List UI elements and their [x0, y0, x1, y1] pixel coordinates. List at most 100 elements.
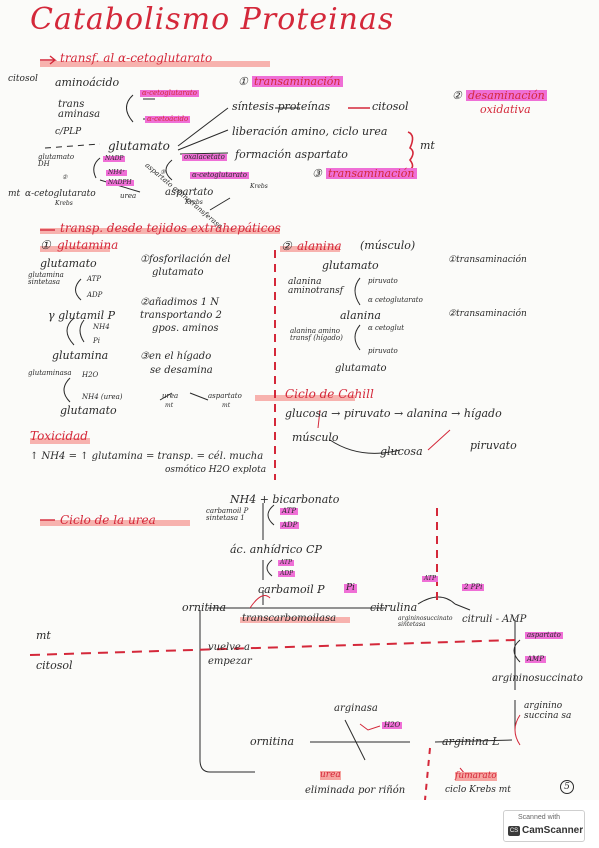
step2c-label: gpos. aminos: [152, 323, 219, 334]
alanina-header: alanina: [297, 239, 342, 253]
carbamoil-sintetasa-label: carbamoil P sintetasa 1: [206, 507, 249, 522]
glutamato4-s2: glutamato: [335, 363, 387, 374]
ornitina2-label: ornitina: [250, 735, 295, 748]
citosol-label: citosol: [8, 74, 38, 84]
piruvato-s2: piruvato: [368, 277, 398, 285]
nh4-bicarbonato-label: NH4 + bicarbonato: [230, 493, 340, 506]
camscanner-logo-icon: CS: [508, 826, 520, 836]
argininosuccinato-label: argininosuccinato: [492, 673, 583, 684]
num-2: ②: [452, 89, 462, 102]
fumarato-label: fumarato: [455, 771, 497, 781]
atp3-s3: ATP: [422, 575, 439, 582]
akg-krebs-label: α-cetoglutarato: [25, 189, 96, 199]
page-number: 5: [560, 780, 574, 794]
glutamina-header: glutamina: [57, 238, 119, 252]
akg-label: α-cetoglutarato: [140, 89, 199, 97]
glutamato3-s2: glutamato: [322, 259, 379, 272]
atp-s3: ATP: [280, 507, 299, 515]
h2o-s2: H2O: [82, 371, 99, 379]
section-header-transf: transf. al α-cetoglutarato: [60, 51, 213, 65]
glutamato-label: glutamato: [108, 139, 170, 153]
step1b-label: glutamato: [152, 267, 204, 278]
pi-s2: Pi: [93, 337, 100, 345]
aminoacido-label: aminoácido: [55, 76, 120, 89]
ornitina-label: ornitina: [182, 601, 227, 614]
urea-label: urea: [120, 192, 137, 200]
step1-label: ①fosforilación del: [140, 254, 231, 265]
ac-anhidrico-label: ác. anhídrico CP: [230, 543, 322, 556]
amp-s3: AMP: [525, 655, 546, 663]
h2o-s3: H2O: [382, 721, 403, 729]
musculo2-label: músculo: [292, 431, 339, 444]
piruvato3-s2: piruvato: [470, 439, 517, 452]
transaminacion2-label: transaminación: [326, 167, 417, 180]
glutamina2-label: glutamina: [52, 349, 109, 362]
musculo-label: (músculo): [360, 239, 416, 252]
section-header-transp: transp. desde tejidos extrahepáticos: [60, 221, 281, 235]
alanina-aminotransf-label: alanina aminotransf: [288, 277, 344, 296]
step2-label: ②añadimos 1 N: [140, 297, 220, 308]
mt-label: mt: [420, 139, 435, 152]
glutaminasa-label: glutaminasa: [28, 369, 72, 377]
acetoglut-s2: α cetoglut: [368, 324, 405, 332]
empezar-label: empezar: [208, 656, 252, 667]
desaminacion-label: desaminación: [466, 89, 547, 102]
ciclo-krebs-label: ciclo Krebs mt: [445, 785, 511, 795]
num-2b: ②: [281, 239, 292, 253]
piruvato2-s2: piruvato: [368, 347, 398, 355]
transaminacion2-s2: ②transaminación: [448, 309, 527, 319]
num-1b: ①: [40, 238, 51, 252]
krebs2-label: Krebs: [250, 183, 268, 190]
akg2-label: α-cetoglutarato: [190, 171, 249, 179]
citrulina-label: citrulina: [370, 601, 418, 614]
step2b-label: transportando 2: [140, 310, 222, 321]
formacion-label: formación aspartato: [235, 148, 348, 161]
urea-cycle-header: Ciclo de la urea: [60, 513, 156, 527]
urea-s2: urea: [162, 392, 179, 400]
krebs3-label: Krebs: [185, 199, 203, 206]
eliminada-label: eliminada por riñón: [305, 785, 406, 796]
acetoacido-label: α-cetoácido: [145, 115, 191, 123]
step3b-label: se desamina: [150, 365, 213, 376]
toxicidad-line2: osmótico H2O explota: [165, 465, 267, 475]
glucosa-s2: glucosa: [380, 445, 423, 458]
nh4-urea-label: NH4 (urea): [82, 393, 123, 401]
arginina-label: arginina L: [442, 735, 500, 748]
atp-s2: ATP: [87, 275, 102, 283]
urea-s3: urea: [320, 770, 341, 780]
mt-akg-prefix: mt: [8, 189, 21, 199]
sintesis-label: síntesis proteínas: [232, 100, 331, 113]
cahill-header: Ciclo de Cahill: [285, 387, 374, 401]
krebs-label: Krebs: [55, 200, 73, 207]
camscanner-badge: Scanned with CS CamScanner: [503, 810, 585, 842]
adp2-s3: ADP: [278, 570, 296, 577]
oxalacetato-label: oxalacetato: [182, 153, 227, 161]
arginasa-label: arginasa: [334, 703, 378, 714]
circle-2-small: ②: [62, 174, 68, 181]
mt-s2: mt: [165, 402, 174, 409]
glutamato-dh-label: glutamato DH: [38, 153, 75, 168]
num-3: ③: [312, 167, 322, 180]
glutamato-s2: glutamato: [40, 257, 97, 270]
transaminacion-s2: ①transaminación: [448, 255, 527, 265]
pi-s3: Pi: [344, 583, 357, 593]
akg-s2: α cetoglutarato: [368, 296, 423, 304]
citruli-amp-label: citruli - AMP: [462, 614, 527, 625]
aspartato-s2: aspartato: [208, 392, 242, 400]
step3-label: ③en el hígado: [140, 351, 212, 362]
alanina2-s2: alanina: [340, 309, 381, 322]
carbamoilp-label: carbamoil P: [258, 583, 325, 596]
alanina-amino-transf-higado: alanina amino transf (hígado): [290, 327, 343, 342]
argsucc-sintetasa-label: argininosuccinato sintetasa: [398, 615, 453, 628]
atp2-s3: ATP: [278, 559, 295, 566]
nadph-label: NADPH: [106, 179, 134, 186]
badge-line1: Scanned with: [518, 814, 561, 821]
adp-s2: ADP: [87, 291, 103, 299]
num-1: ①: [238, 75, 248, 88]
mt2-s2: mt: [222, 402, 231, 409]
cahill-line: glucosa → piruvato → alanina → hígado: [285, 407, 502, 420]
oxidativa-label: oxidativa: [480, 103, 531, 116]
toxicidad-line1: ↑ NH4 = ↑ glutamina = transp. = cél. muc…: [30, 451, 264, 462]
transcarbamoilasa-label: transcarbomoilasa: [242, 613, 337, 624]
badge-line2: CamScanner: [522, 825, 584, 836]
